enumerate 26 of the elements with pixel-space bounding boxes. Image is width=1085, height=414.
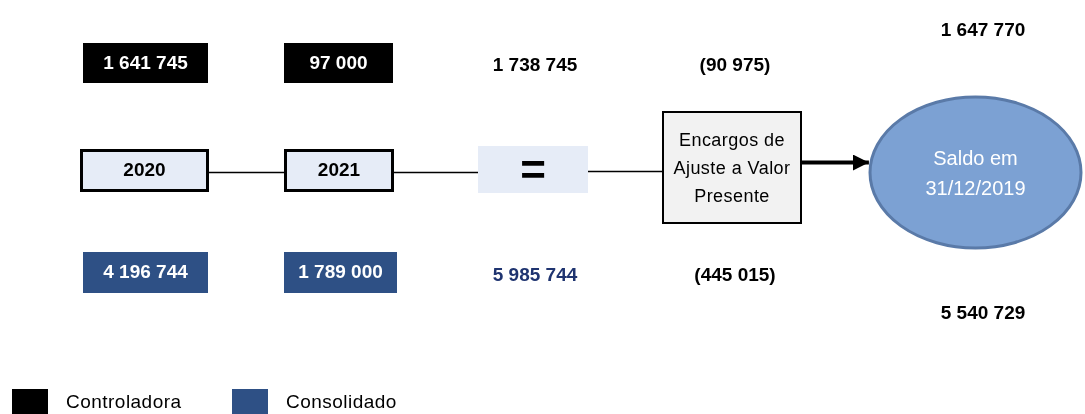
node-text: 97 000 xyxy=(309,50,368,75)
node-text: 4 196 744 xyxy=(103,260,188,285)
value-box xyxy=(83,43,208,83)
legend-label: Controladora xyxy=(66,390,182,414)
value-box xyxy=(83,252,208,293)
connector-arrow xyxy=(802,154,869,171)
node-text: 1 789 000 xyxy=(298,260,383,285)
amount-label: 1 738 745 xyxy=(492,53,578,77)
amount-label: 5 985 744 xyxy=(492,263,578,287)
node-text: 2020 xyxy=(123,158,166,183)
amount-label: (90 975) xyxy=(699,53,771,77)
amount-label: (445 015) xyxy=(694,263,776,287)
node-text: Encargos de Ajuste a Valor Presente xyxy=(672,128,792,208)
equals-box xyxy=(478,146,588,193)
node-text: Saldo em 31/12/2019 xyxy=(924,145,1027,201)
year-box xyxy=(284,149,394,192)
value-box xyxy=(284,252,397,293)
amount-label: 5 540 729 xyxy=(940,301,1026,325)
legend-label: Consolidado xyxy=(286,390,397,414)
amount-label: 1 647 770 xyxy=(940,18,1026,42)
node-text: 1 641 745 xyxy=(103,50,188,75)
node-text: 2021 xyxy=(317,158,361,183)
year-box xyxy=(80,149,209,192)
value-box xyxy=(284,43,393,83)
process-box xyxy=(662,111,802,224)
node-text: = xyxy=(520,147,546,192)
